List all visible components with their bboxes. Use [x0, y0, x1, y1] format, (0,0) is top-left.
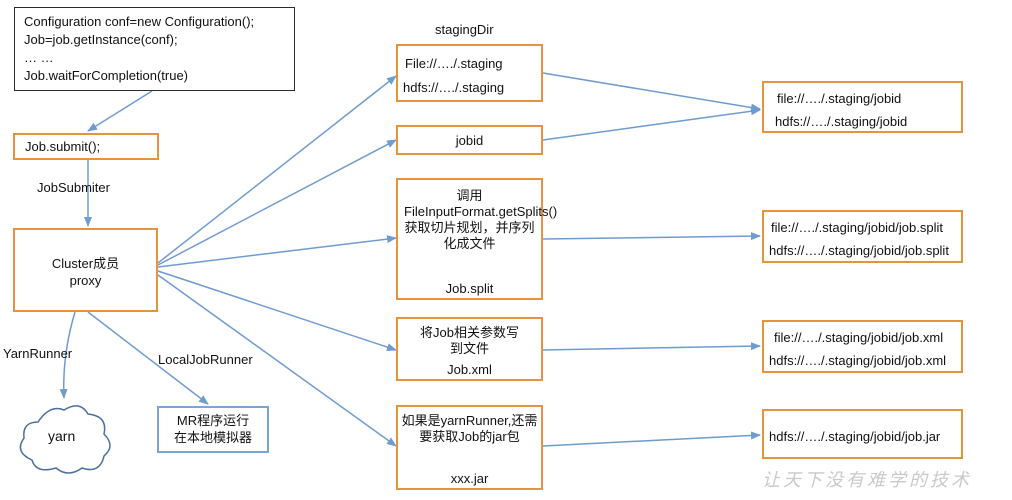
- arrow-cluster-to-jar: [157, 274, 397, 447]
- split-path-line-2: hdfs://…./.staging/jobid/job.split: [769, 243, 949, 258]
- arrow-cluster-to-jobid: [157, 139, 397, 266]
- arrow-cluster-to-staging: [157, 75, 397, 264]
- staging-box: File://…./.staging hdfs://…./.staging: [396, 44, 543, 102]
- arrow-cluster-to-local: [87, 311, 209, 405]
- cluster-box: Cluster成员 proxy: [13, 228, 158, 312]
- staging-line-2: hdfs://…./.staging: [403, 80, 505, 95]
- arrow-cluster-to-yarn: [59, 311, 76, 399]
- jar-description: 如果是yarnRunner,还需要获取Job的jar包: [401, 413, 538, 444]
- split-description: 调用FileInputFormat.getSplits()获取切片规划，并序列化…: [404, 188, 558, 251]
- jobid-box: jobid: [396, 125, 543, 155]
- code-line-3: … …: [24, 50, 54, 65]
- xml-path-box: file://…./.staging/jobid/job.xml hdfs://…: [762, 320, 963, 373]
- xml-box: 将Job相关参数写到文件 Job.xml: [396, 317, 543, 381]
- xml-description: 将Job相关参数写到文件: [420, 325, 519, 356]
- job-submitter-label: JobSubmiter: [37, 180, 110, 195]
- split-file-label: Job.split: [445, 281, 494, 296]
- local-line-2: 在本地模拟器: [173, 430, 252, 445]
- staging-dir-label: stagingDir: [435, 22, 494, 37]
- jar-file-label: xxx.jar: [450, 471, 489, 486]
- submit-text: Job.submit();: [25, 139, 101, 154]
- jar-path-text: hdfs://…./.staging/jobid/job.jar: [769, 429, 941, 444]
- code-line-1: Configuration conf=new Configuration();: [24, 14, 255, 29]
- arrow-xml-to-xml-path: [542, 342, 761, 351]
- watermark: 让天下没有难学的技术: [762, 470, 972, 491]
- jobid-path-line-1: file://…./.staging/jobid: [777, 91, 902, 106]
- jobid-path-box: file://…./.staging/jobid hdfs://…./.stag…: [762, 81, 963, 133]
- submit-box: Job.submit();: [13, 133, 159, 160]
- cluster-line-1: Cluster成员: [51, 256, 120, 271]
- arrow-cluster-to-split: [157, 235, 397, 268]
- local-simulator-box: MR程序运行 在本地模拟器: [157, 406, 269, 453]
- split-path-line-1: file://…./.staging/jobid/job.split: [771, 220, 943, 235]
- arrow-jar-to-jar-path: [542, 431, 761, 447]
- arrow-code-to-submit: [87, 90, 153, 132]
- xml-path-line-1: file://…./.staging/jobid/job.xml: [774, 330, 944, 345]
- xml-path-line-2: hdfs://…./.staging/jobid/job.xml: [769, 353, 947, 368]
- arrow-split-to-split-path: [542, 232, 761, 241]
- cluster-line-2: proxy: [69, 273, 102, 288]
- staging-line-1: File://…./.staging: [405, 56, 503, 71]
- jar-box: 如果是yarnRunner,还需要获取Job的jar包 xxx.jar: [396, 405, 543, 490]
- split-box: 调用FileInputFormat.getSplits()获取切片规划，并序列化…: [396, 178, 558, 300]
- xml-file-label: Job.xml: [447, 362, 492, 377]
- local-runner-label: LocalJobRunner: [158, 352, 253, 367]
- yarn-label: yarn: [48, 428, 76, 444]
- code-box: Configuration conf=new Configuration(); …: [14, 7, 295, 91]
- arrow-jobid-to-jobid-path: [542, 107, 761, 141]
- arrow-staging-to-jobid-path: [542, 72, 761, 112]
- arrow-cluster-to-xml: [157, 270, 397, 351]
- local-line-1: MR程序运行: [176, 413, 250, 428]
- jar-path-box: hdfs://…./.staging/jobid/job.jar: [762, 409, 963, 459]
- jobid-path-line-2: hdfs://…./.staging/jobid: [775, 114, 908, 129]
- code-line-2: Job=job.getInstance(conf);: [24, 32, 178, 47]
- yarn-runner-label: YarnRunner: [3, 346, 73, 361]
- yarn-cloud-icon: [19, 405, 111, 474]
- split-path-box: file://…./.staging/jobid/job.split hdfs:…: [762, 210, 963, 263]
- jobid-text: jobid: [455, 133, 484, 148]
- code-line-4: Job.waitForCompletion(true): [24, 68, 189, 83]
